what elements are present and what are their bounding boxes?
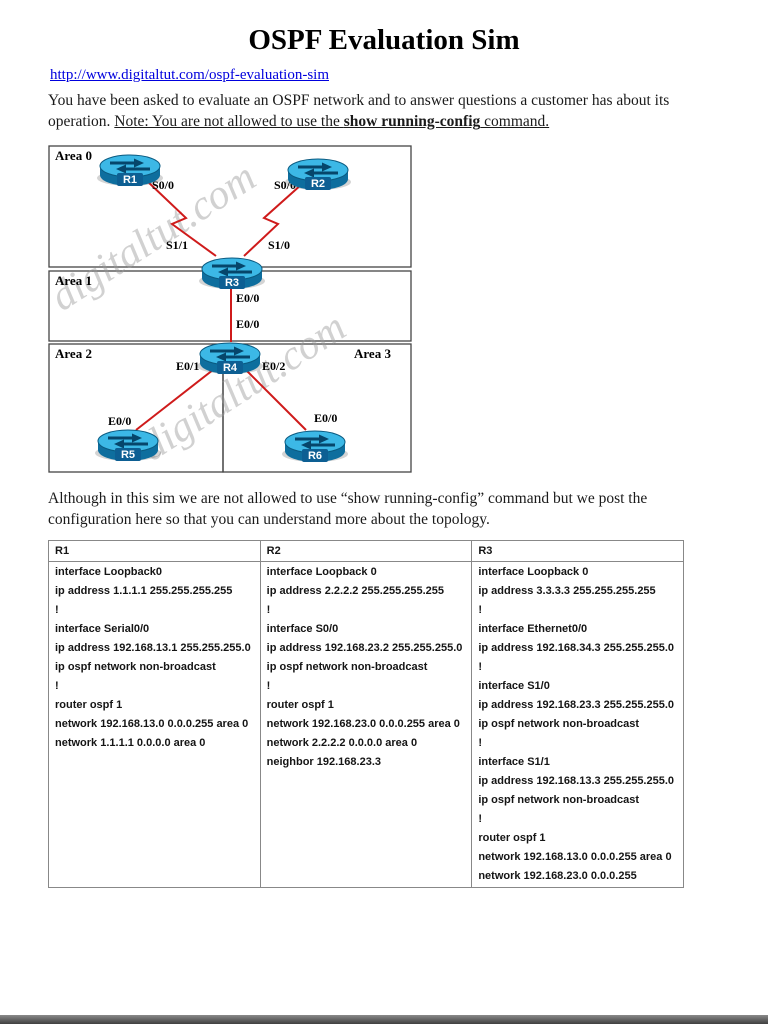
- config-line: router ospf 1: [266, 699, 334, 711]
- intro-note: Note: You are not allowed to use the sho…: [114, 113, 549, 130]
- config-line: ip ospf network non-broadcast: [266, 661, 428, 673]
- config-line: network 2.2.2.2 0.0.0.0 area 0: [266, 737, 418, 749]
- config-cell-r2: interface Loopback 0 ip address 2.2.2.2 2…: [259, 561, 473, 888]
- link-r4-r5: [135, 365, 219, 431]
- config-line: interface Serial0/0: [55, 623, 150, 635]
- area1-label: Area 1: [55, 273, 92, 288]
- area0-label: Area 0: [55, 148, 92, 163]
- config-line: interface Loopback 0: [266, 566, 377, 578]
- config-line: ip address 3.3.3.3 255.255.255.255: [478, 585, 656, 597]
- source-link[interactable]: http://www.digitaltut.com/ospf-evaluatio…: [50, 67, 329, 83]
- config-line: interface Ethernet0/0: [478, 623, 588, 635]
- link-r4-r6: [241, 365, 307, 431]
- iface-label-r4-e0-2: E0/2: [262, 359, 285, 373]
- page-bottom-edge: [0, 1015, 768, 1024]
- topology-svg: digitaltut.com digitaltut.com Area 0 Are…: [42, 145, 412, 473]
- config-line: ip address 2.2.2.2 255.255.255.255: [266, 585, 445, 597]
- iface-label-r4-e0-0: E0/0: [236, 317, 259, 331]
- config-header-row: R1 R2 R3: [48, 540, 684, 562]
- config-line: !: [266, 680, 271, 692]
- intro-paragraph: You have been asked to evaluate an OSPF …: [48, 90, 724, 132]
- iface-label-r6-e0-0: E0/0: [314, 411, 337, 425]
- intro-note-bold: show running-config: [343, 113, 481, 130]
- config-line: ip address 192.168.34.3 255.255.255.0: [478, 642, 675, 654]
- config-col-header-r1: R1: [48, 540, 261, 562]
- router-name: R2: [311, 178, 325, 190]
- config-line: !: [478, 813, 482, 825]
- iface-label-r5-e0-0: E0/0: [108, 414, 131, 428]
- config-line: ip address 192.168.13.3 255.255.255.0: [478, 775, 675, 787]
- iface-label-r4-e0-1: E0/1: [176, 359, 199, 373]
- config-line: network 192.168.13.0 0.0.0.255 area 0: [478, 851, 672, 863]
- config-line: router ospf 1: [478, 832, 546, 844]
- config-line: interface Loopback 0: [478, 566, 589, 578]
- config-cell-r3: interface Loopback 0 ip address 3.3.3.3 2…: [471, 561, 684, 888]
- config-line: network 192.168.13.0 0.0.0.255 area 0: [55, 718, 249, 730]
- iface-label-r3-e0-0: E0/0: [236, 291, 259, 305]
- config-line: !: [266, 604, 271, 616]
- network-diagram: digitaltut.com digitaltut.com Area 0 Are…: [42, 144, 412, 474]
- router-name: R6: [308, 450, 322, 462]
- config-line: ip address 192.168.23.3 255.255.255.0: [478, 699, 675, 711]
- router-name: R5: [121, 449, 135, 461]
- config-line: ip ospf network non-broadcast: [478, 718, 640, 730]
- router-name: R4: [223, 362, 238, 374]
- config-body-row: interface Loopback0 ip address 1.1.1.1 25…: [48, 561, 684, 888]
- config-col-header-r2: R2: [259, 540, 473, 562]
- page-title: OSPF Evaluation Sim: [248, 24, 520, 56]
- iface-label-r3-s1-1: S1/1: [166, 238, 188, 252]
- source-link-line: http://www.digitaltut.com/ospf-evaluatio…: [50, 67, 768, 84]
- config-line: ip address 192.168.23.2 255.255.255.0: [266, 642, 463, 654]
- config-line: router ospf 1: [55, 699, 123, 711]
- config-line: interface S1/0: [478, 680, 550, 692]
- intro-note-prefix: Note: You are not allowed to use the: [114, 113, 344, 130]
- config-line: network 192.168.23.0 0.0.0.255: [478, 870, 637, 882]
- config-cell-r1: interface Loopback0 ip address 1.1.1.1 25…: [48, 561, 261, 888]
- config-line: ip ospf network non-broadcast: [478, 794, 640, 806]
- mid-paragraph: Although in this sim we are not allowed …: [48, 490, 648, 528]
- area3-box: [222, 343, 412, 473]
- config-line: !: [55, 680, 59, 692]
- router-name: R3: [225, 277, 239, 289]
- iface-label-r3-s1-0: S1/0: [268, 238, 290, 252]
- intro-text: You have been asked to evaluate an OSPF …: [48, 92, 670, 130]
- config-col-header-r3: R3: [471, 540, 684, 562]
- config-line: interface Loopback0: [55, 566, 162, 578]
- config-line: !: [55, 604, 59, 616]
- config-table: R1 R2 R3 interface Loopback0 ip address 1…: [48, 540, 684, 888]
- config-line: network 1.1.1.1 0.0.0.0 area 0: [55, 737, 206, 749]
- config-line: network 192.168.23.0 0.0.0.255 area 0: [266, 718, 460, 730]
- config-line: interface S0/0: [266, 623, 339, 635]
- config-line: interface S1/1: [478, 756, 550, 768]
- config-line: neighbor 192.168.23.3: [266, 756, 381, 768]
- config-line: !: [478, 737, 482, 749]
- intro-note-suffix: command.: [480, 113, 550, 130]
- area3-label: Area 3: [354, 346, 391, 361]
- config-line: ip ospf network non-broadcast: [55, 661, 216, 673]
- area2-label: Area 2: [55, 346, 92, 361]
- config-line: !: [478, 604, 482, 616]
- link-r2-r3: [243, 183, 303, 257]
- config-line: !: [478, 661, 482, 673]
- link-r1-r3: [145, 179, 217, 257]
- router-name: R1: [123, 174, 137, 186]
- config-line: ip address 1.1.1.1 255.255.255.255: [55, 585, 233, 597]
- config-line: ip address 192.168.13.1 255.255.255.0: [55, 642, 251, 654]
